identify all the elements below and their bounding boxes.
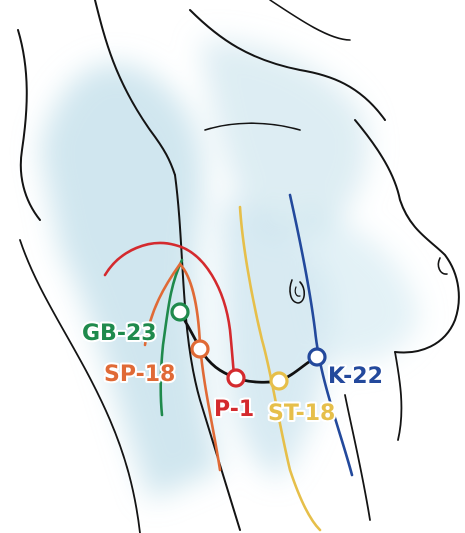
arm-outline: [18, 30, 40, 220]
p-1-label: P-1: [214, 397, 254, 422]
skin-shading: [40, 40, 420, 500]
k-22-label: K-22: [328, 364, 383, 389]
k-22-point: [309, 349, 325, 365]
st-18-point: [271, 373, 287, 389]
breast-lower-outline: [395, 352, 401, 440]
nipple-right-outline: [438, 258, 447, 274]
gb-23-label: GB-23: [82, 321, 157, 346]
p-1-point: [228, 370, 244, 386]
lower-ribcage-outline: [345, 395, 370, 520]
shoulder-outline: [270, 0, 350, 40]
sp-18-point: [192, 341, 208, 357]
st-18-label: ST-18: [268, 401, 335, 426]
gb-23-point: [172, 304, 188, 320]
sp-18-label: SP-18: [104, 362, 175, 387]
